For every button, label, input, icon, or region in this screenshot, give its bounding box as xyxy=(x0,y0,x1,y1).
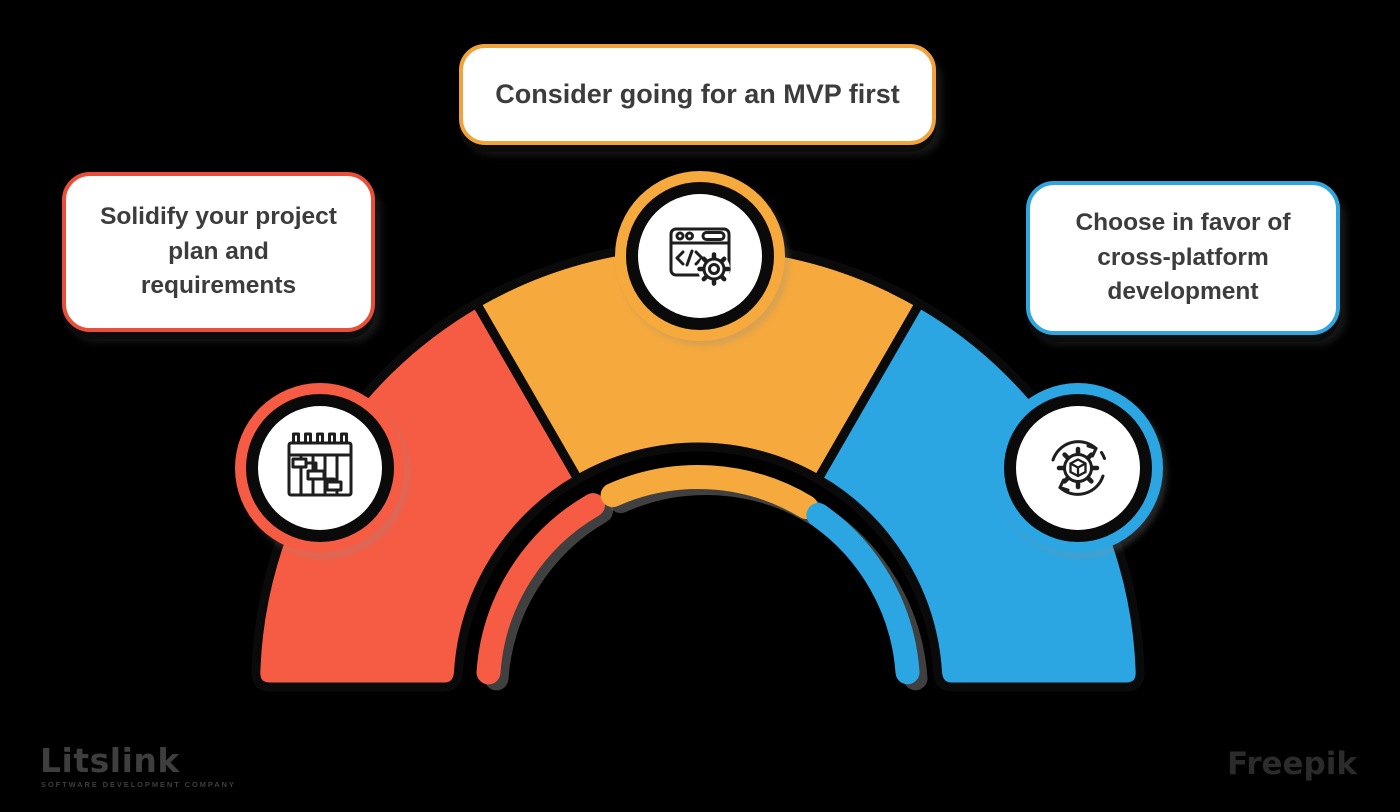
card-crossplatform: Choose in favor of cross-platform develo… xyxy=(1026,181,1340,335)
inner-arcs xyxy=(476,465,920,685)
card-project-plan-label: Solidify your project plan and requireme… xyxy=(100,202,337,300)
footer-right-logo: Freepik xyxy=(1227,746,1357,782)
arch-segment-orange xyxy=(472,239,924,484)
card-mvp-label: Consider going for an MVP first xyxy=(495,78,900,109)
cube-glyph xyxy=(1069,458,1087,478)
node-plan-face xyxy=(258,406,382,530)
card-project-plan: Solidify your project plan and requireme… xyxy=(62,172,375,332)
node-crossplatform xyxy=(993,383,1163,553)
node-plan xyxy=(235,383,405,553)
arch-band xyxy=(251,239,1145,692)
inner-arc-orange xyxy=(600,465,819,519)
gantt-plan-icon xyxy=(287,432,353,497)
inner-arc-red xyxy=(476,493,605,685)
node-mvp xyxy=(615,171,785,341)
arch-segment-red xyxy=(251,298,583,692)
footer-left-tagline: SOFTWARE DEVELOPMENT COMPANY xyxy=(41,780,236,789)
card-mvp: Consider going for an MVP first xyxy=(459,44,936,145)
browser-code-gear-icon xyxy=(669,227,731,286)
gear-glyph xyxy=(697,252,731,286)
inner-arc-shadows xyxy=(484,471,928,691)
inner-arc-blue xyxy=(806,503,920,685)
card-crossplatform-label: Choose in favor of cross-platform develo… xyxy=(1075,208,1291,306)
gear-cube-sync-icon xyxy=(1051,440,1106,496)
footer-left-logo: Litslink xyxy=(40,741,180,780)
